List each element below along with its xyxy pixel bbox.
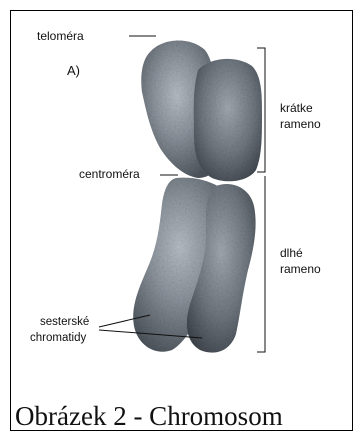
long-arm-label-line1: dlhé	[280, 246, 303, 260]
short-arm-label-line2: rameno	[280, 117, 321, 131]
long-arm-bracket	[257, 176, 265, 352]
figure-caption: Obrázek 2 - Chromosom	[15, 399, 355, 433]
long-arm-label-line2: rameno	[280, 262, 321, 276]
sister-chromatids-label-line1: sesterské	[40, 315, 89, 329]
telomere-label: teloméra	[37, 29, 84, 43]
upper-chromatid-right	[194, 59, 262, 181]
centromere-label: centroméra	[79, 167, 140, 181]
panel-letter: A)	[67, 63, 80, 78]
sister-chromatids-label-line2: chromatidy	[30, 331, 86, 345]
short-arm-label-line1: krátke	[280, 101, 313, 115]
